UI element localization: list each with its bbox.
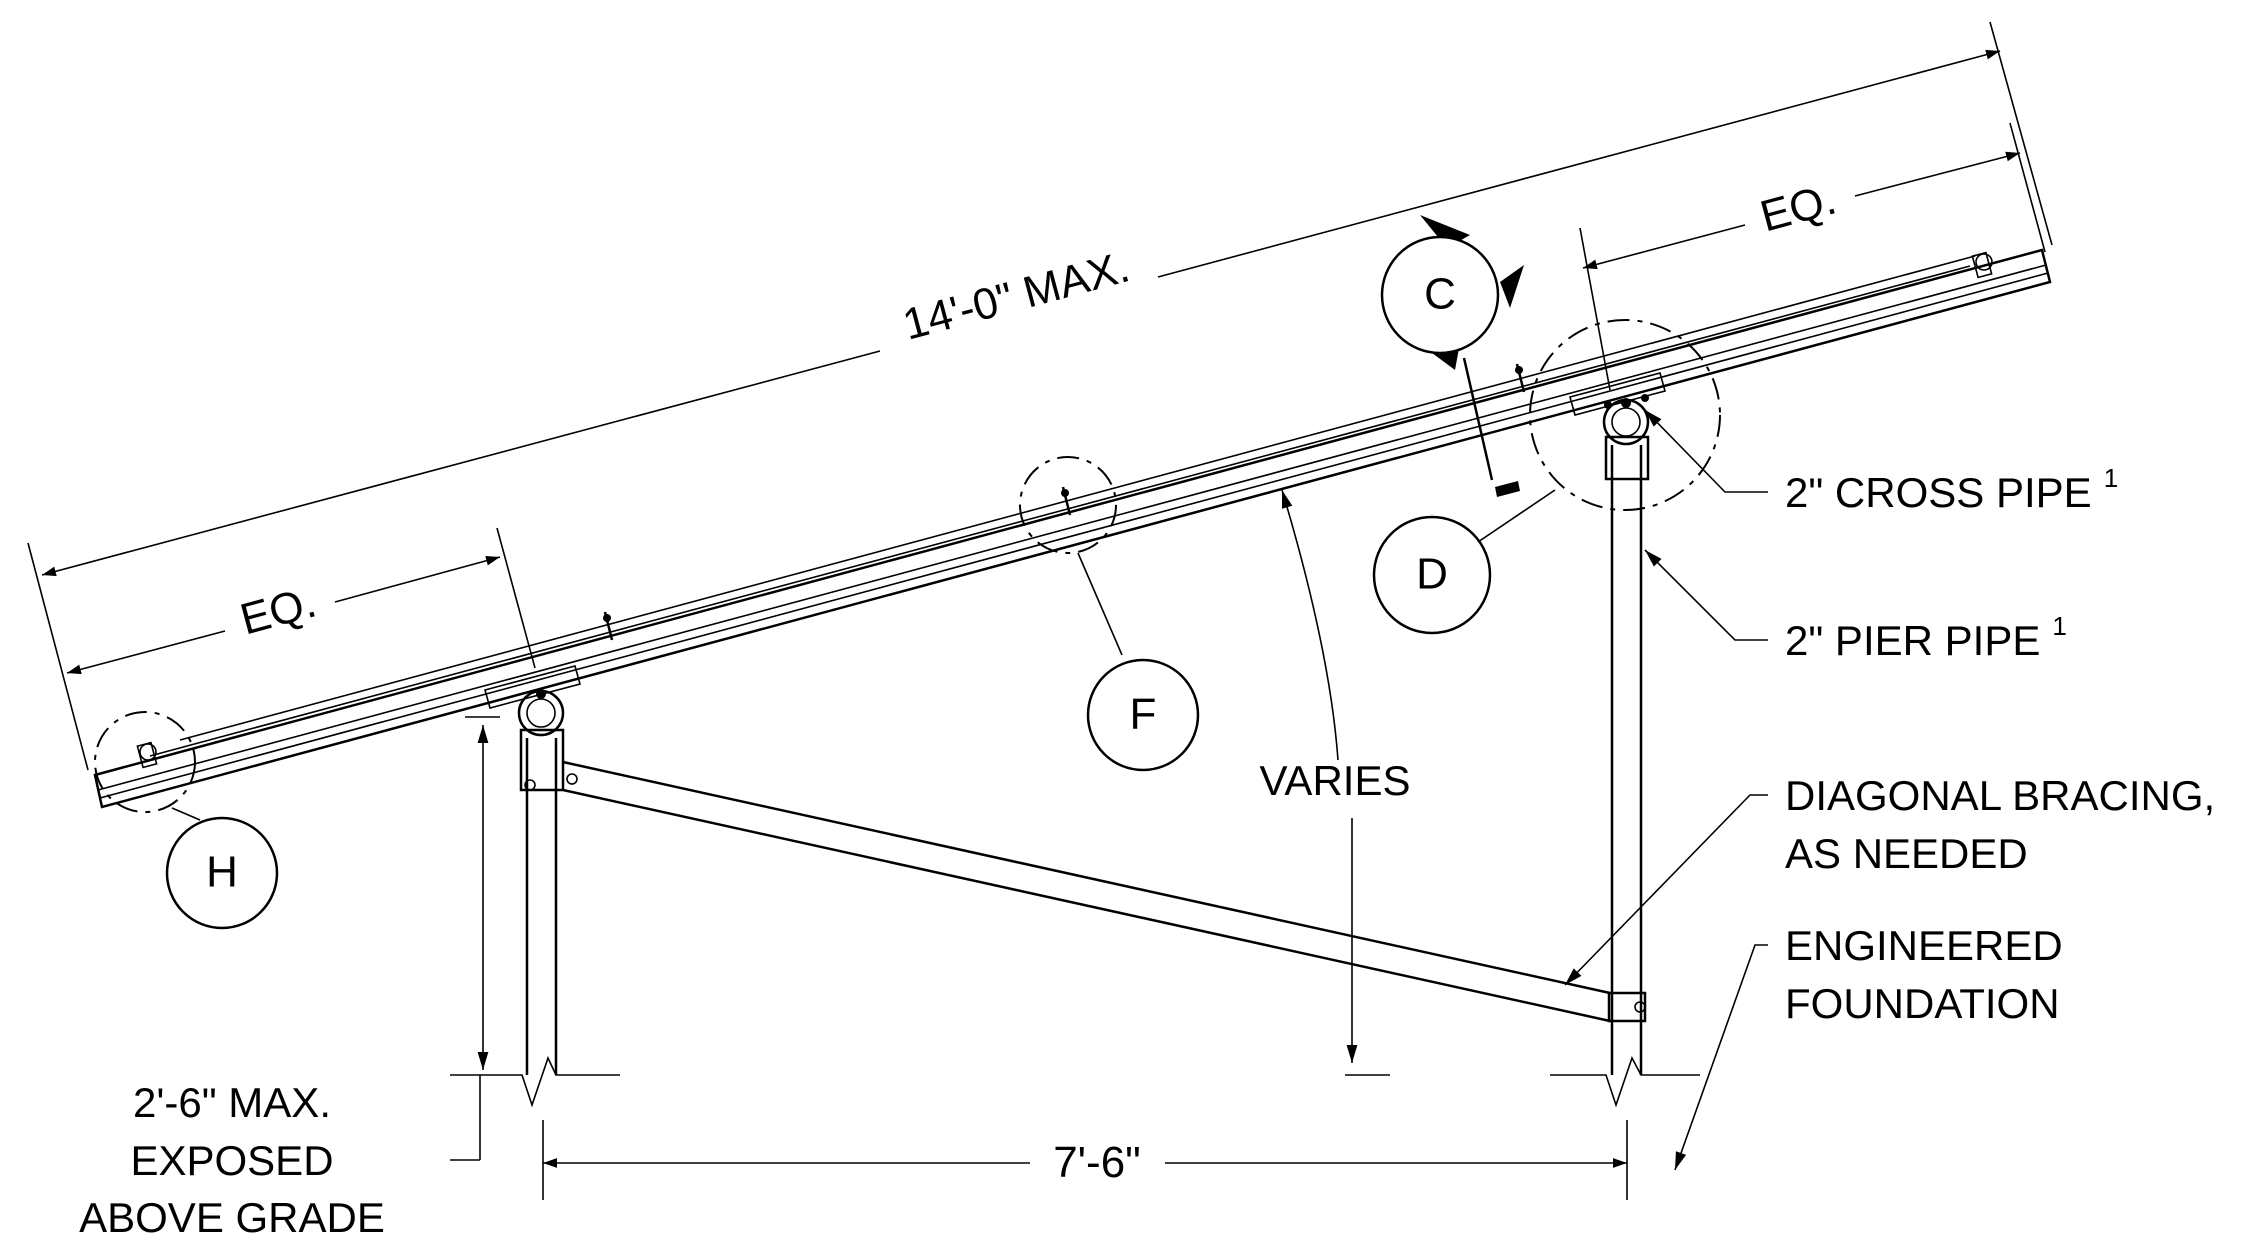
left-pier	[517, 689, 565, 1075]
pier-pipe-callout: 2" PIER PIPE 1	[1644, 549, 2067, 664]
exposed-label-line1: 2'-6" MAX.	[133, 1079, 331, 1126]
pier-spacing-label: 7'-6"	[1053, 1138, 1141, 1187]
pier-pipe-text: 2" PIER PIPE	[1785, 617, 2040, 664]
foundation-callout: ENGINEERED FOUNDATION	[1674, 922, 2063, 1171]
overall-length-label: 14'-0" MAX.	[898, 242, 1135, 349]
detail-c-marker: C	[1380, 215, 1524, 497]
foundation-label-line1: ENGINEERED	[1785, 922, 2063, 969]
cross-pipe-callout: 2" CROSS PIPE 1	[1644, 409, 2118, 516]
detail-f-label: F	[1130, 690, 1157, 739]
cross-pipe-label: 2" CROSS PIPE 1	[1785, 463, 2118, 516]
foundation-label-line2: FOUNDATION	[1785, 980, 2060, 1027]
tilt-dimension: VARIES	[1260, 489, 1411, 1063]
equal-label-right: EQ.	[1755, 175, 1841, 242]
detail-h-marker: H	[94, 711, 279, 930]
detail-f-marker: F	[1019, 456, 1200, 772]
diagonal-bracing-callout: DIAGONAL BRACING, AS NEEDED	[1564, 772, 2215, 986]
exposed-label-line2: EXPOSED	[130, 1137, 333, 1184]
bracing-label-line1: DIAGONAL BRACING,	[1785, 772, 2215, 819]
bracing-label-line2: AS NEEDED	[1785, 830, 2028, 877]
detail-d-label: D	[1416, 550, 1448, 599]
equal-dimension-right: EQ.	[1579, 122, 2046, 391]
exposed-label-line3: ABOVE GRADE	[79, 1194, 385, 1241]
right-pier	[1602, 394, 1650, 1075]
pier-pipe-label: 2" PIER PIPE 1	[1785, 611, 2067, 664]
overall-length-dimension: 14'-0" MAX.	[27, 21, 2053, 771]
detail-h-label: H	[206, 848, 238, 897]
exposed-height-dimension: 2'-6" MAX. EXPOSED ABOVE GRADE	[79, 716, 500, 1241]
tilted-rail-assembly	[93, 248, 2052, 809]
tilt-label: VARIES	[1260, 757, 1411, 804]
detail-d-marker: D	[1372, 319, 1721, 635]
detail-c-label: C	[1424, 270, 1456, 319]
pier-pipe-note: 1	[2052, 611, 2066, 641]
cross-pipe-text: 2" CROSS PIPE	[1785, 469, 2092, 516]
diagonal-brace	[562, 760, 1611, 1023]
cross-pipe-note: 1	[2104, 463, 2118, 493]
equal-label-left: EQ.	[235, 578, 321, 645]
pier-spacing-dimension: 7'-6"	[542, 1120, 1628, 1200]
grade-lines	[450, 1055, 1700, 1161]
